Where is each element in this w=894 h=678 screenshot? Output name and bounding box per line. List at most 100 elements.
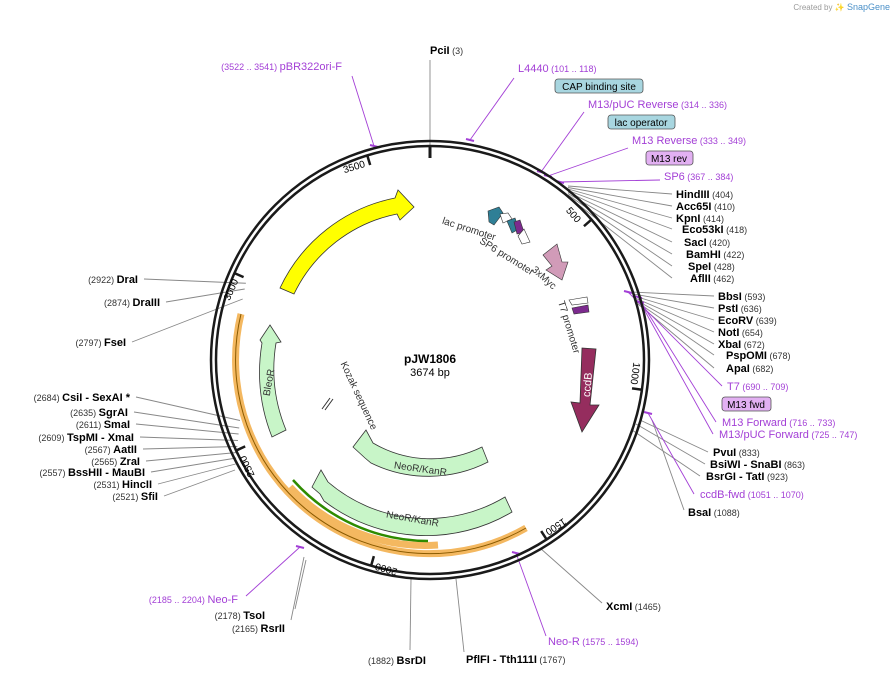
restriction-site-label: BsrGI - TatI (923) — [706, 471, 788, 483]
plasmid-name: pJW1806 — [404, 352, 456, 366]
restriction-site-label: AflII (462) — [690, 273, 734, 285]
primer-leader-line — [351, 75, 375, 147]
feature-label-ori: ori — [0, 0, 12, 3]
leader-line — [409, 578, 412, 651]
leader-line — [163, 469, 236, 497]
credit-created-by: Created by — [793, 3, 833, 12]
feature-NeoR-outer — [311, 469, 513, 536]
restriction-site-label: (2874) DraIII — [104, 297, 160, 309]
tick-label: 3500 — [342, 159, 367, 176]
feature-lac-promoter — [487, 206, 504, 226]
primer-label: M13/pUC Reverse (314 .. 336) — [588, 99, 727, 111]
restriction-site-label: (2609) TspMI - XmaI — [38, 432, 134, 444]
restriction-site-label: KpnI (414) — [676, 213, 724, 225]
box-label-m13-fwd: M13 fwd — [727, 400, 765, 411]
leader-line — [135, 423, 239, 435]
primer-label: ccdB-fwd (1051 .. 1070) — [700, 489, 804, 501]
tick-mark — [631, 387, 643, 391]
leader-line — [567, 187, 673, 207]
credit-brand: SnapGene — [846, 2, 890, 12]
leader-line — [633, 295, 715, 321]
primer-leader-line — [559, 179, 661, 183]
primer-mark — [643, 411, 653, 415]
box-m13-rev: M13 rev — [645, 150, 694, 166]
leader-line — [631, 291, 715, 297]
restriction-site-label: EcoRV (639) — [718, 315, 777, 327]
restriction-site-label: SacI (420) — [684, 237, 730, 249]
primer-leader-line — [637, 296, 717, 423]
leader-line — [634, 297, 715, 333]
leader-line — [139, 436, 238, 441]
leader-line — [157, 463, 236, 485]
feature-kozak-mark-1 — [321, 397, 331, 410]
tick-mark — [233, 271, 245, 279]
leader-line — [143, 278, 246, 284]
annotation-labels: PciI (3)HindIII (404)Acc65I (410)KpnI (4… — [34, 45, 858, 667]
primer-mark — [623, 290, 633, 294]
leader-line — [150, 457, 237, 473]
feature-t7-promoter — [568, 296, 589, 306]
primer-label: T7 (690 .. 709) — [727, 381, 788, 393]
feature-NeoR-inner — [352, 429, 489, 477]
feature-ori — [279, 189, 415, 295]
restriction-site-label: BamHI (422) — [686, 249, 744, 261]
primer-label: L4440 (101 .. 118) — [518, 63, 596, 75]
primer-leader-line — [639, 301, 714, 435]
restriction-site-label: (2521) SfiI — [112, 491, 158, 503]
restriction-site-label: HindIII (404) — [676, 189, 733, 201]
box-label-m13-rev: M13 rev — [651, 154, 687, 165]
primer-mark — [295, 545, 305, 549]
box-cap-binding-site: CAP binding site — [554, 78, 644, 94]
restriction-site-label: (2165) RsrII — [232, 623, 285, 635]
leader-line — [294, 559, 307, 610]
leader-line — [567, 185, 673, 195]
leader-line — [636, 301, 715, 356]
restriction-site-label: NotI (654) — [718, 327, 763, 339]
tick-mark — [540, 530, 548, 541]
restriction-site-label: PspOMI (678) — [726, 350, 790, 362]
leader-line — [567, 190, 673, 230]
feature-kozak-mark-2 — [324, 398, 334, 411]
highlight-orange-outer-core — [235, 313, 527, 555]
restriction-site-label: (2531) HincII — [94, 479, 152, 491]
tick-mark — [366, 155, 372, 166]
tick-mark — [235, 445, 246, 452]
restriction-site-label: (2567) AatII — [85, 444, 137, 456]
restriction-site-label: PflFI - Tth111I (1767) — [466, 654, 565, 666]
leader-line — [145, 452, 237, 462]
leader-line — [165, 288, 245, 303]
restriction-site-label: (2178) TsoI — [215, 610, 265, 622]
feature-sp6-promoter — [517, 228, 531, 245]
feature-label-ccdB: ccdB — [581, 372, 595, 397]
box-label-cap: CAP binding site — [562, 82, 636, 93]
restriction-site-label: (2565) ZraI — [91, 456, 140, 468]
primer-label: (2185 .. 2204) Neo-F — [149, 594, 238, 606]
primer-label: M13 Reverse (333 .. 349) — [632, 135, 746, 147]
restriction-site-label: BsiWI - SnaBI (863) — [710, 459, 805, 471]
restriction-site-label: Eco53kI (418) — [682, 224, 747, 236]
tick-label: 1000 — [627, 362, 641, 386]
restriction-site-label: (2635) SgrAI — [70, 407, 128, 419]
primer-label: SP6 (367 .. 384) — [664, 171, 733, 183]
leader-line — [651, 419, 685, 511]
restriction-site-label: PciI (3) — [430, 45, 463, 57]
primer-leader-line — [245, 546, 301, 597]
leader-line — [635, 299, 715, 345]
restriction-site-label: XcmI (1465) — [606, 601, 661, 613]
tick-label: 2000 — [374, 560, 399, 577]
primer-label: M13/pUC Forward (725 .. 747) — [719, 429, 857, 441]
tick-mark — [369, 555, 376, 567]
tick-label: 2500 — [238, 453, 258, 478]
box-m13-fwd: M13 fwd — [721, 396, 772, 412]
highlight-green — [292, 479, 429, 543]
backbone-outer — [209, 139, 651, 581]
primer-leader-line — [515, 552, 547, 637]
feature-label-kozak: Kozak sequence — [338, 360, 379, 432]
restriction-site-label: BsaI (1088) — [688, 507, 740, 519]
primer-label: M13 Forward (716 .. 733) — [722, 417, 835, 429]
box-label-lac-operator: lac operator — [615, 118, 668, 129]
feature-BleoR — [259, 324, 287, 438]
restriction-site-label: (1882) BsrDI — [368, 655, 426, 667]
